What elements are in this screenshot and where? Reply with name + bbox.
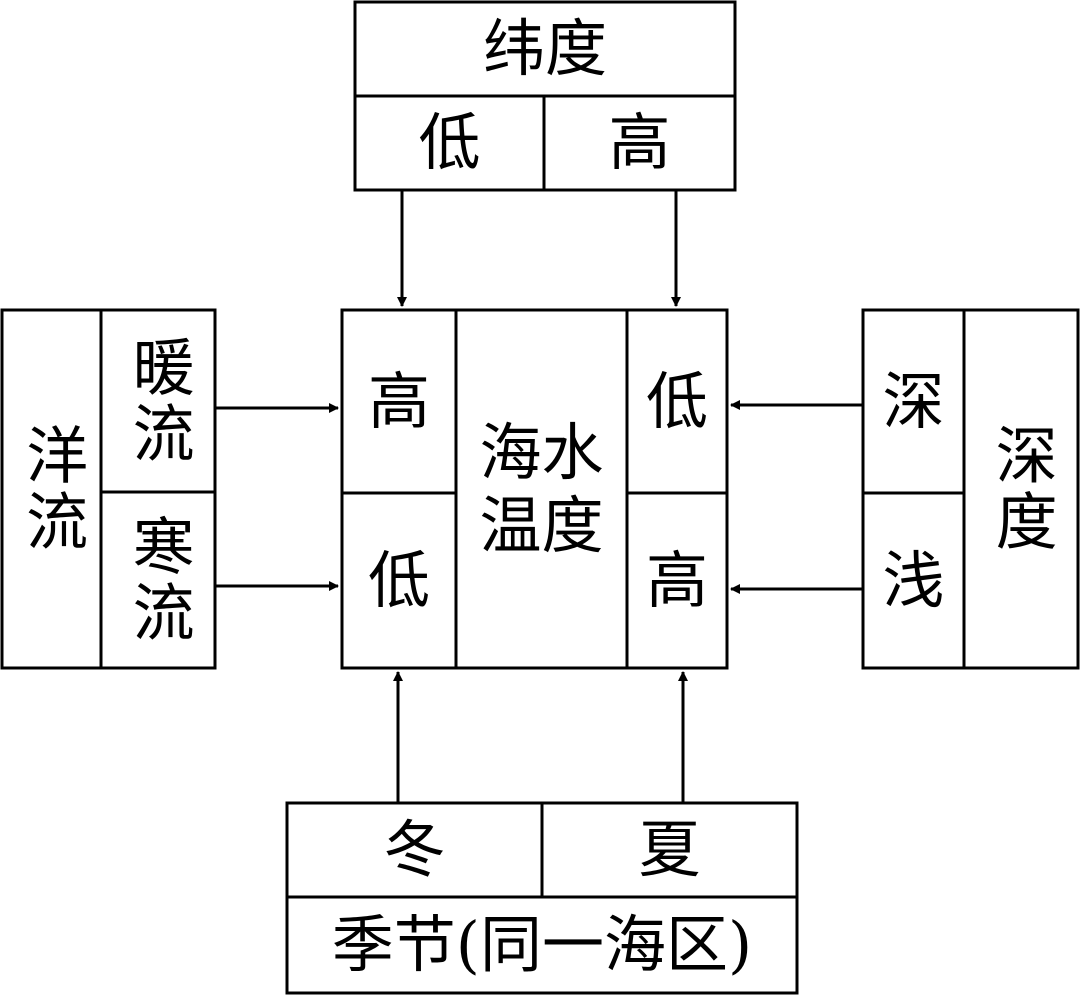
latitude-high-label: 高	[608, 106, 671, 180]
season-title: 季节(同一海区)	[331, 908, 753, 982]
season-winter-label: 冬	[383, 813, 446, 887]
arrows	[215, 190, 863, 803]
depth-shallow-label: 浅	[882, 543, 945, 617]
warm-current-label: 暖流	[121, 335, 195, 467]
cold-current-label: 寒流	[121, 514, 195, 646]
latitude-box	[353, 0, 737, 192]
depth-deep-label: 深	[882, 364, 945, 438]
latitude-low-label: 低	[418, 106, 481, 180]
sea-temperature-title-wrap: 海水温度	[456, 310, 627, 668]
depth-box	[861, 308, 1080, 670]
sea-temperature-box	[340, 308, 729, 670]
depth-title: 深度	[984, 423, 1058, 555]
center-low-left: 低	[367, 543, 430, 617]
latitude-title: 纬度	[482, 12, 607, 86]
center-low-right: 低	[645, 364, 708, 438]
season-summer-label: 夏	[638, 813, 701, 887]
center-high-left: 高	[367, 364, 430, 438]
ocean-current-box	[0, 308, 217, 670]
center-high-right: 高	[645, 543, 708, 617]
season-box	[285, 801, 799, 995]
ocean-current-title: 洋流	[15, 423, 89, 555]
sea-temperature-title: 海水温度	[479, 415, 604, 562]
